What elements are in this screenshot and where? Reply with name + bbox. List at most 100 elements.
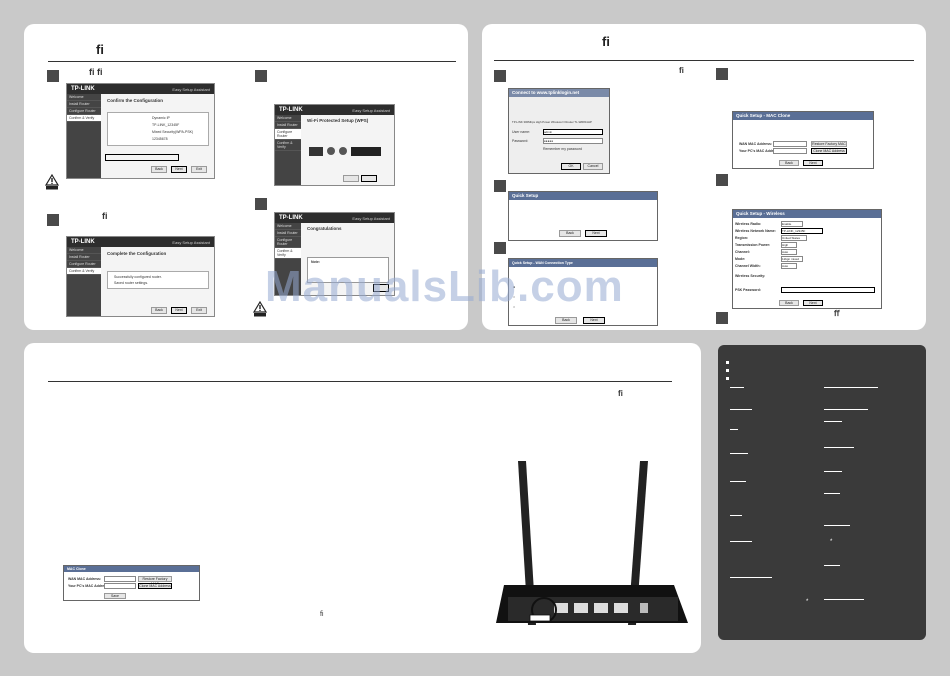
wan-mac-field[interactable] — [104, 576, 136, 582]
step-3-marker — [47, 214, 59, 226]
next-button[interactable] — [361, 175, 377, 182]
clone-mac-button[interactable]: Clone MAC Address — [811, 148, 847, 154]
field-label: Region: — [735, 236, 749, 240]
list-divider — [730, 541, 752, 542]
psk-password-input[interactable] — [781, 287, 875, 293]
finish-button[interactable] — [373, 284, 389, 292]
menu-item: Configure Router — [67, 108, 101, 115]
panel-dark: * * — [718, 345, 926, 640]
step-6-marker — [716, 312, 728, 324]
radio-select[interactable]: Enable — [781, 221, 803, 227]
list-divider — [824, 447, 854, 448]
menu-item: Install Router — [67, 101, 101, 108]
wan-mac-field[interactable] — [773, 141, 807, 147]
menu-item: Confirm & Verify — [67, 268, 101, 275]
exit-button[interactable]: Exit — [191, 307, 207, 314]
region-select[interactable]: United States — [781, 235, 807, 241]
setting-value: TP-LINK_12345F — [152, 123, 180, 127]
next-button[interactable]: Next — [803, 160, 823, 166]
next-button[interactable]: Next — [171, 307, 187, 314]
back-button[interactable]: Back — [151, 166, 167, 173]
step-3-marker — [494, 242, 506, 254]
section-rule — [48, 381, 672, 382]
heading-rule — [494, 60, 914, 61]
option-marker: ○ — [513, 295, 516, 299]
wireless-title: Quick Setup - Wireless — [733, 210, 881, 218]
settings-box: Dynamic IP TP-LINK_12345F Mixed Security… — [107, 112, 209, 146]
mode-select[interactable]: 11bgn mixed — [781, 256, 803, 262]
ssid-input[interactable]: TP-LINK_12345F — [781, 228, 823, 234]
ok-button[interactable]: OK — [561, 163, 581, 170]
wireless-screenshot: Quick Setup - Wireless Wireless Radio: W… — [732, 209, 882, 309]
field-label: Channel: — [735, 250, 750, 254]
next-button[interactable]: Next — [583, 317, 605, 324]
mac-clone-screenshot: Quick Setup - MAC Clone WAN MAC Address:… — [732, 111, 874, 169]
section-glyph: ﬁ — [618, 389, 623, 398]
step-1-glyphs: ﬁ ﬁ — [89, 67, 103, 77]
back-button[interactable]: Back — [779, 160, 799, 166]
password-label: Password: — [512, 139, 529, 143]
list-divider — [824, 387, 878, 388]
pc-mac-field[interactable] — [104, 583, 136, 589]
next-button[interactable]: Next — [585, 230, 607, 237]
mac-clone-title: Quick Setup - MAC Clone — [733, 112, 873, 120]
menu-item: Welcome — [67, 247, 101, 254]
step-4-marker — [255, 198, 267, 210]
cancel-button[interactable]: Cancel — [583, 163, 603, 170]
wan-tab: Quick Setup - WAN Connection Type — [509, 259, 657, 267]
quick-setup-title: Quick Setup — [509, 192, 657, 200]
wizard-menu: Welcome Install Router Configure Router … — [275, 223, 301, 295]
list-divider — [730, 453, 748, 454]
password-input[interactable]: ●●●●● — [543, 138, 603, 144]
field-label: Wireless Security: — [735, 274, 766, 278]
screen-title: Complete the Configuration — [107, 251, 167, 256]
exit-button[interactable]: Exit — [191, 166, 207, 173]
menu-item: Confirm & Verify — [67, 115, 101, 122]
next-button[interactable]: Next — [803, 300, 823, 306]
wizard-menu: Welcome Install Router Configure Router … — [275, 115, 301, 185]
field-label: Transmission Power: — [735, 243, 771, 247]
setting-value: Dynamic IP — [152, 116, 170, 120]
mac-clone-table-title: MAC Clone — [64, 566, 199, 572]
back-button[interactable]: Back — [559, 230, 581, 237]
heading-glyph: ﬁ — [602, 34, 610, 49]
username-input[interactable]: admin — [543, 129, 603, 135]
list-divider — [730, 481, 746, 482]
remember-checkbox[interactable]: Remember my password — [543, 147, 582, 151]
menu-item: Welcome — [275, 223, 301, 230]
login-dialog: Connect to www.tplinklogin.net TP-LINK 3… — [508, 88, 610, 174]
menu-item: Welcome — [67, 94, 101, 101]
wan-type-screenshot: Quick Setup - WAN Connection Type ● ○ ○ … — [508, 258, 658, 326]
step-1-marker — [494, 70, 506, 82]
menu-item: Install Router — [275, 122, 301, 129]
menu-item: Confirm & Verify — [275, 248, 301, 259]
back-button[interactable] — [343, 175, 359, 182]
width-select[interactable]: Auto — [781, 263, 797, 269]
screen-title: Congratulations — [307, 226, 342, 231]
list-divider — [824, 493, 840, 494]
restore-mac-button[interactable]: Restore Factory MAC — [811, 141, 847, 147]
menu-item: Install Router — [275, 230, 301, 237]
next-button[interactable]: Next — [171, 166, 187, 173]
back-button[interactable]: Back — [555, 317, 577, 324]
channel-select[interactable]: Auto — [781, 249, 797, 255]
status-item: Successfully configured router. — [114, 275, 162, 279]
bullet — [726, 369, 729, 372]
back-button[interactable]: Back — [151, 307, 167, 314]
clone-mac-button[interactable]: Clone MAC Address — [138, 583, 172, 589]
power-select[interactable]: High — [781, 242, 797, 248]
save-button[interactable]: Save — [104, 593, 126, 599]
watermark: ManualsLib.com — [265, 262, 624, 311]
step-2-marker — [255, 70, 267, 82]
heading-glyph: ﬁ — [96, 42, 104, 57]
back-button[interactable]: Back — [779, 300, 799, 306]
menu-item: Configure Router — [67, 261, 101, 268]
pc-mac-field[interactable] — [773, 148, 807, 154]
mac-clone-table: MAC Clone WAN MAC Address: Your PC's MAC… — [63, 565, 200, 601]
restore-mac-button[interactable]: Restore Factory MAC — [138, 576, 172, 586]
